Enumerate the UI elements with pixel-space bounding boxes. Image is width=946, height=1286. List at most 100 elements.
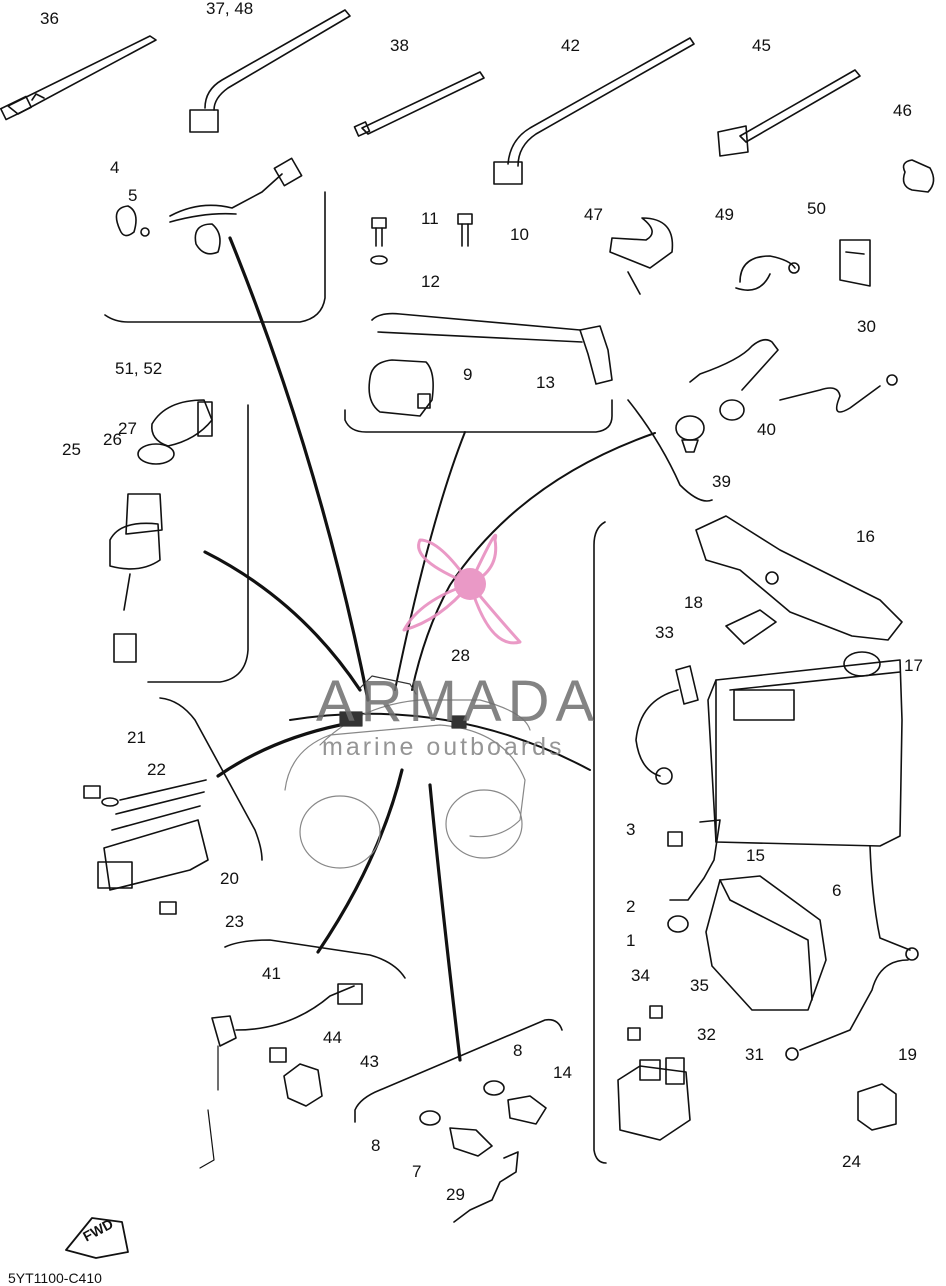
diagram-code: 5YT1100-C410 bbox=[8, 1270, 102, 1286]
switch-7 bbox=[419, 1110, 493, 1157]
sensor-39 bbox=[675, 415, 705, 453]
cable-tie-36 bbox=[0, 35, 157, 121]
frame-ignition-coil bbox=[344, 399, 613, 433]
frame-sensors-right bbox=[627, 399, 713, 502]
callout-20: 20 bbox=[220, 869, 239, 888]
atv-silhouette bbox=[284, 675, 531, 869]
frame-regulator bbox=[159, 697, 263, 861]
thin-curves bbox=[289, 431, 656, 771]
frame-top-left bbox=[104, 191, 326, 323]
callout-39: 39 bbox=[712, 472, 731, 491]
callout-9: 9 bbox=[463, 365, 473, 384]
nut-1 bbox=[667, 915, 689, 933]
callout-35: 35 bbox=[690, 976, 709, 995]
callout-22: 22 bbox=[147, 760, 166, 779]
callout-32: 32 bbox=[697, 1025, 716, 1044]
bolt-3 bbox=[667, 831, 683, 847]
lead-33 bbox=[635, 665, 699, 785]
callout-28: 28 bbox=[451, 646, 470, 665]
callout-50: 50 bbox=[807, 199, 826, 218]
callout-11: 11 bbox=[421, 209, 439, 228]
callout-3: 3 bbox=[626, 820, 636, 839]
callout-51-52: 51, 52 bbox=[115, 359, 163, 378]
leader-lines bbox=[203, 236, 462, 1062]
watermark-propeller bbox=[402, 533, 522, 645]
cdi-unit-6 bbox=[705, 875, 827, 1011]
callout-33: 33 bbox=[655, 623, 674, 642]
clamp-46 bbox=[902, 159, 935, 193]
bracket-18 bbox=[725, 609, 777, 645]
washer-12 bbox=[370, 255, 388, 265]
plug-cap-13 bbox=[579, 325, 613, 385]
callout-17: 17 bbox=[904, 656, 923, 675]
bolt-11 bbox=[371, 217, 387, 247]
callout-29: 29 bbox=[446, 1185, 465, 1204]
cable-tie-45 bbox=[717, 69, 861, 157]
frame-bottom-sensors bbox=[354, 1018, 563, 1123]
relay-31 bbox=[617, 1005, 691, 1141]
lead-19 bbox=[785, 845, 919, 1061]
callout-6: 6 bbox=[832, 881, 842, 900]
callout-41: 41 bbox=[262, 964, 281, 983]
callout-18: 18 bbox=[684, 593, 703, 612]
clip-49 bbox=[735, 255, 796, 291]
sensor-lead-40 bbox=[689, 338, 898, 421]
callout-7: 7 bbox=[412, 1162, 422, 1181]
callout-31: 31 bbox=[745, 1045, 764, 1064]
bracket-2 bbox=[669, 819, 721, 901]
callout-49: 49 bbox=[715, 205, 734, 224]
callout-47: 47 bbox=[584, 205, 603, 224]
callout-23: 23 bbox=[225, 912, 244, 931]
neutral-switch-41 bbox=[199, 983, 363, 1169]
cable-tie-38 bbox=[353, 71, 485, 137]
callout-2: 2 bbox=[626, 897, 636, 916]
callout-15: 15 bbox=[746, 846, 765, 865]
callout-19: 19 bbox=[898, 1045, 917, 1064]
ignition-coil-9 bbox=[368, 312, 583, 417]
clip-50 bbox=[839, 239, 871, 287]
callout-37-48: 37, 48 bbox=[206, 0, 254, 18]
callout-43: 43 bbox=[360, 1052, 379, 1071]
part-24 bbox=[857, 1083, 897, 1131]
callout-27: 27 bbox=[118, 419, 137, 438]
callout-36: 36 bbox=[40, 9, 59, 28]
watermark-tagline: marine outboards bbox=[322, 733, 565, 761]
callout-38: 38 bbox=[390, 36, 409, 55]
callout-8-lower: 8 bbox=[371, 1136, 381, 1155]
callout-21: 21 bbox=[127, 728, 146, 747]
frame-battery-left bbox=[593, 521, 607, 1164]
callout-46: 46 bbox=[893, 101, 912, 120]
clip-47 bbox=[609, 217, 674, 295]
callout-45: 45 bbox=[752, 36, 771, 55]
cable-tie-42 bbox=[493, 37, 695, 185]
regulator-20 bbox=[83, 779, 209, 915]
callout-10: 10 bbox=[510, 225, 529, 244]
main-switch-assembly bbox=[109, 399, 213, 663]
callout-34: 34 bbox=[631, 966, 650, 985]
callout-14: 14 bbox=[553, 1063, 572, 1082]
frame-main-switch bbox=[147, 404, 249, 683]
battery-15 bbox=[707, 659, 903, 847]
callout-12: 12 bbox=[421, 272, 440, 291]
callout-8-upper: 8 bbox=[513, 1041, 523, 1060]
bolt-10 bbox=[457, 213, 473, 247]
lead-29 bbox=[453, 1151, 519, 1223]
callout-4: 4 bbox=[110, 158, 120, 177]
callout-44: 44 bbox=[323, 1028, 342, 1047]
battery-bracket-16 bbox=[695, 515, 903, 641]
callout-1: 1 bbox=[626, 931, 636, 950]
switch-14 bbox=[483, 1080, 547, 1125]
cable-tie-37 bbox=[189, 9, 351, 133]
callout-42: 42 bbox=[561, 36, 580, 55]
callout-5: 5 bbox=[128, 186, 138, 205]
callout-25: 25 bbox=[62, 440, 81, 459]
callout-26: 26 bbox=[103, 430, 122, 449]
callout-40: 40 bbox=[757, 420, 776, 439]
callout-24: 24 bbox=[842, 1152, 861, 1171]
frame-neutral-switch bbox=[224, 939, 406, 979]
lead-wire-4 bbox=[115, 157, 303, 255]
fwd-arrow bbox=[65, 1217, 129, 1259]
watermark-brand: ARMADA bbox=[316, 669, 601, 734]
